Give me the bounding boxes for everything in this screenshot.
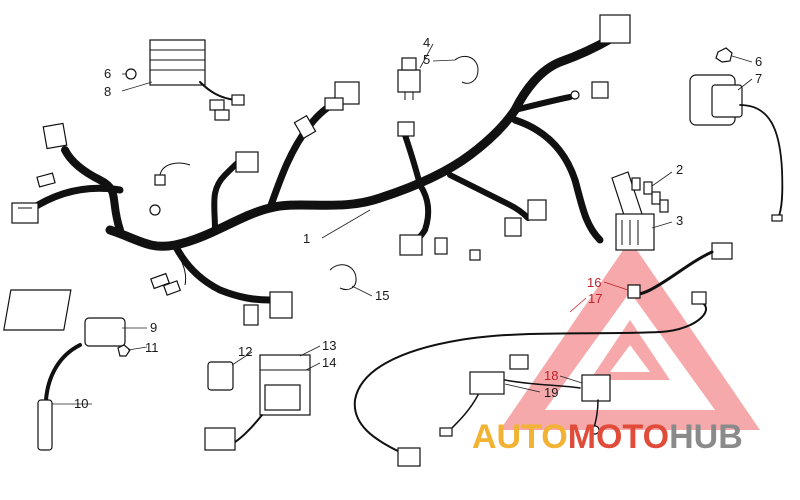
watermark-logo: AUTOMOTOHUB bbox=[472, 418, 743, 456]
watermark-auto: AUTO bbox=[472, 418, 568, 456]
callout-13: 13 bbox=[322, 338, 336, 353]
callout-5: 5 bbox=[423, 52, 430, 67]
callout-9: 9 bbox=[150, 320, 157, 335]
ignition-coil-left bbox=[3, 289, 131, 451]
callout-1: 1 bbox=[303, 231, 310, 246]
harness-connectors bbox=[11, 14, 631, 326]
callout-6-right: 6 bbox=[755, 54, 762, 69]
leader-lines bbox=[52, 43, 753, 405]
ignition-coil-top bbox=[689, 47, 784, 222]
callout-14: 14 bbox=[322, 355, 336, 370]
callout-6-left: 6 bbox=[104, 66, 111, 81]
callout-7: 7 bbox=[755, 71, 762, 86]
cdi-module bbox=[204, 354, 311, 451]
fuse-block bbox=[611, 171, 669, 251]
callout-3: 3 bbox=[676, 213, 683, 228]
callout-11: 11 bbox=[145, 340, 159, 355]
callout-19: 19 bbox=[544, 385, 558, 400]
watermark-moto: MOTO bbox=[568, 418, 669, 456]
callout-16: 16 bbox=[587, 275, 601, 290]
retaining-clip bbox=[329, 264, 357, 291]
callouts: 1 2 3 4 5 6 6 7 8 9 10 11 12 13 14 15 16… bbox=[74, 35, 762, 411]
callout-10: 10 bbox=[74, 396, 88, 411]
voltage-regulator bbox=[125, 39, 245, 121]
callout-8: 8 bbox=[104, 84, 111, 99]
relay-and-clip bbox=[397, 55, 479, 100]
battery-cable bbox=[353, 242, 733, 467]
callout-12: 12 bbox=[238, 344, 252, 359]
callout-15: 15 bbox=[375, 288, 389, 303]
callout-17: 17 bbox=[588, 291, 602, 306]
watermark-triangle bbox=[500, 240, 760, 430]
svg-text:AUTOMOTOHUB: AUTOMOTOHUB bbox=[472, 418, 743, 456]
callout-2: 2 bbox=[676, 162, 683, 177]
watermark-hub: HUB bbox=[669, 418, 743, 456]
sensor-harness bbox=[439, 354, 611, 437]
callout-4: 4 bbox=[423, 35, 430, 50]
main-wiring-harness bbox=[26, 33, 617, 304]
callout-18: 18 bbox=[544, 368, 558, 383]
